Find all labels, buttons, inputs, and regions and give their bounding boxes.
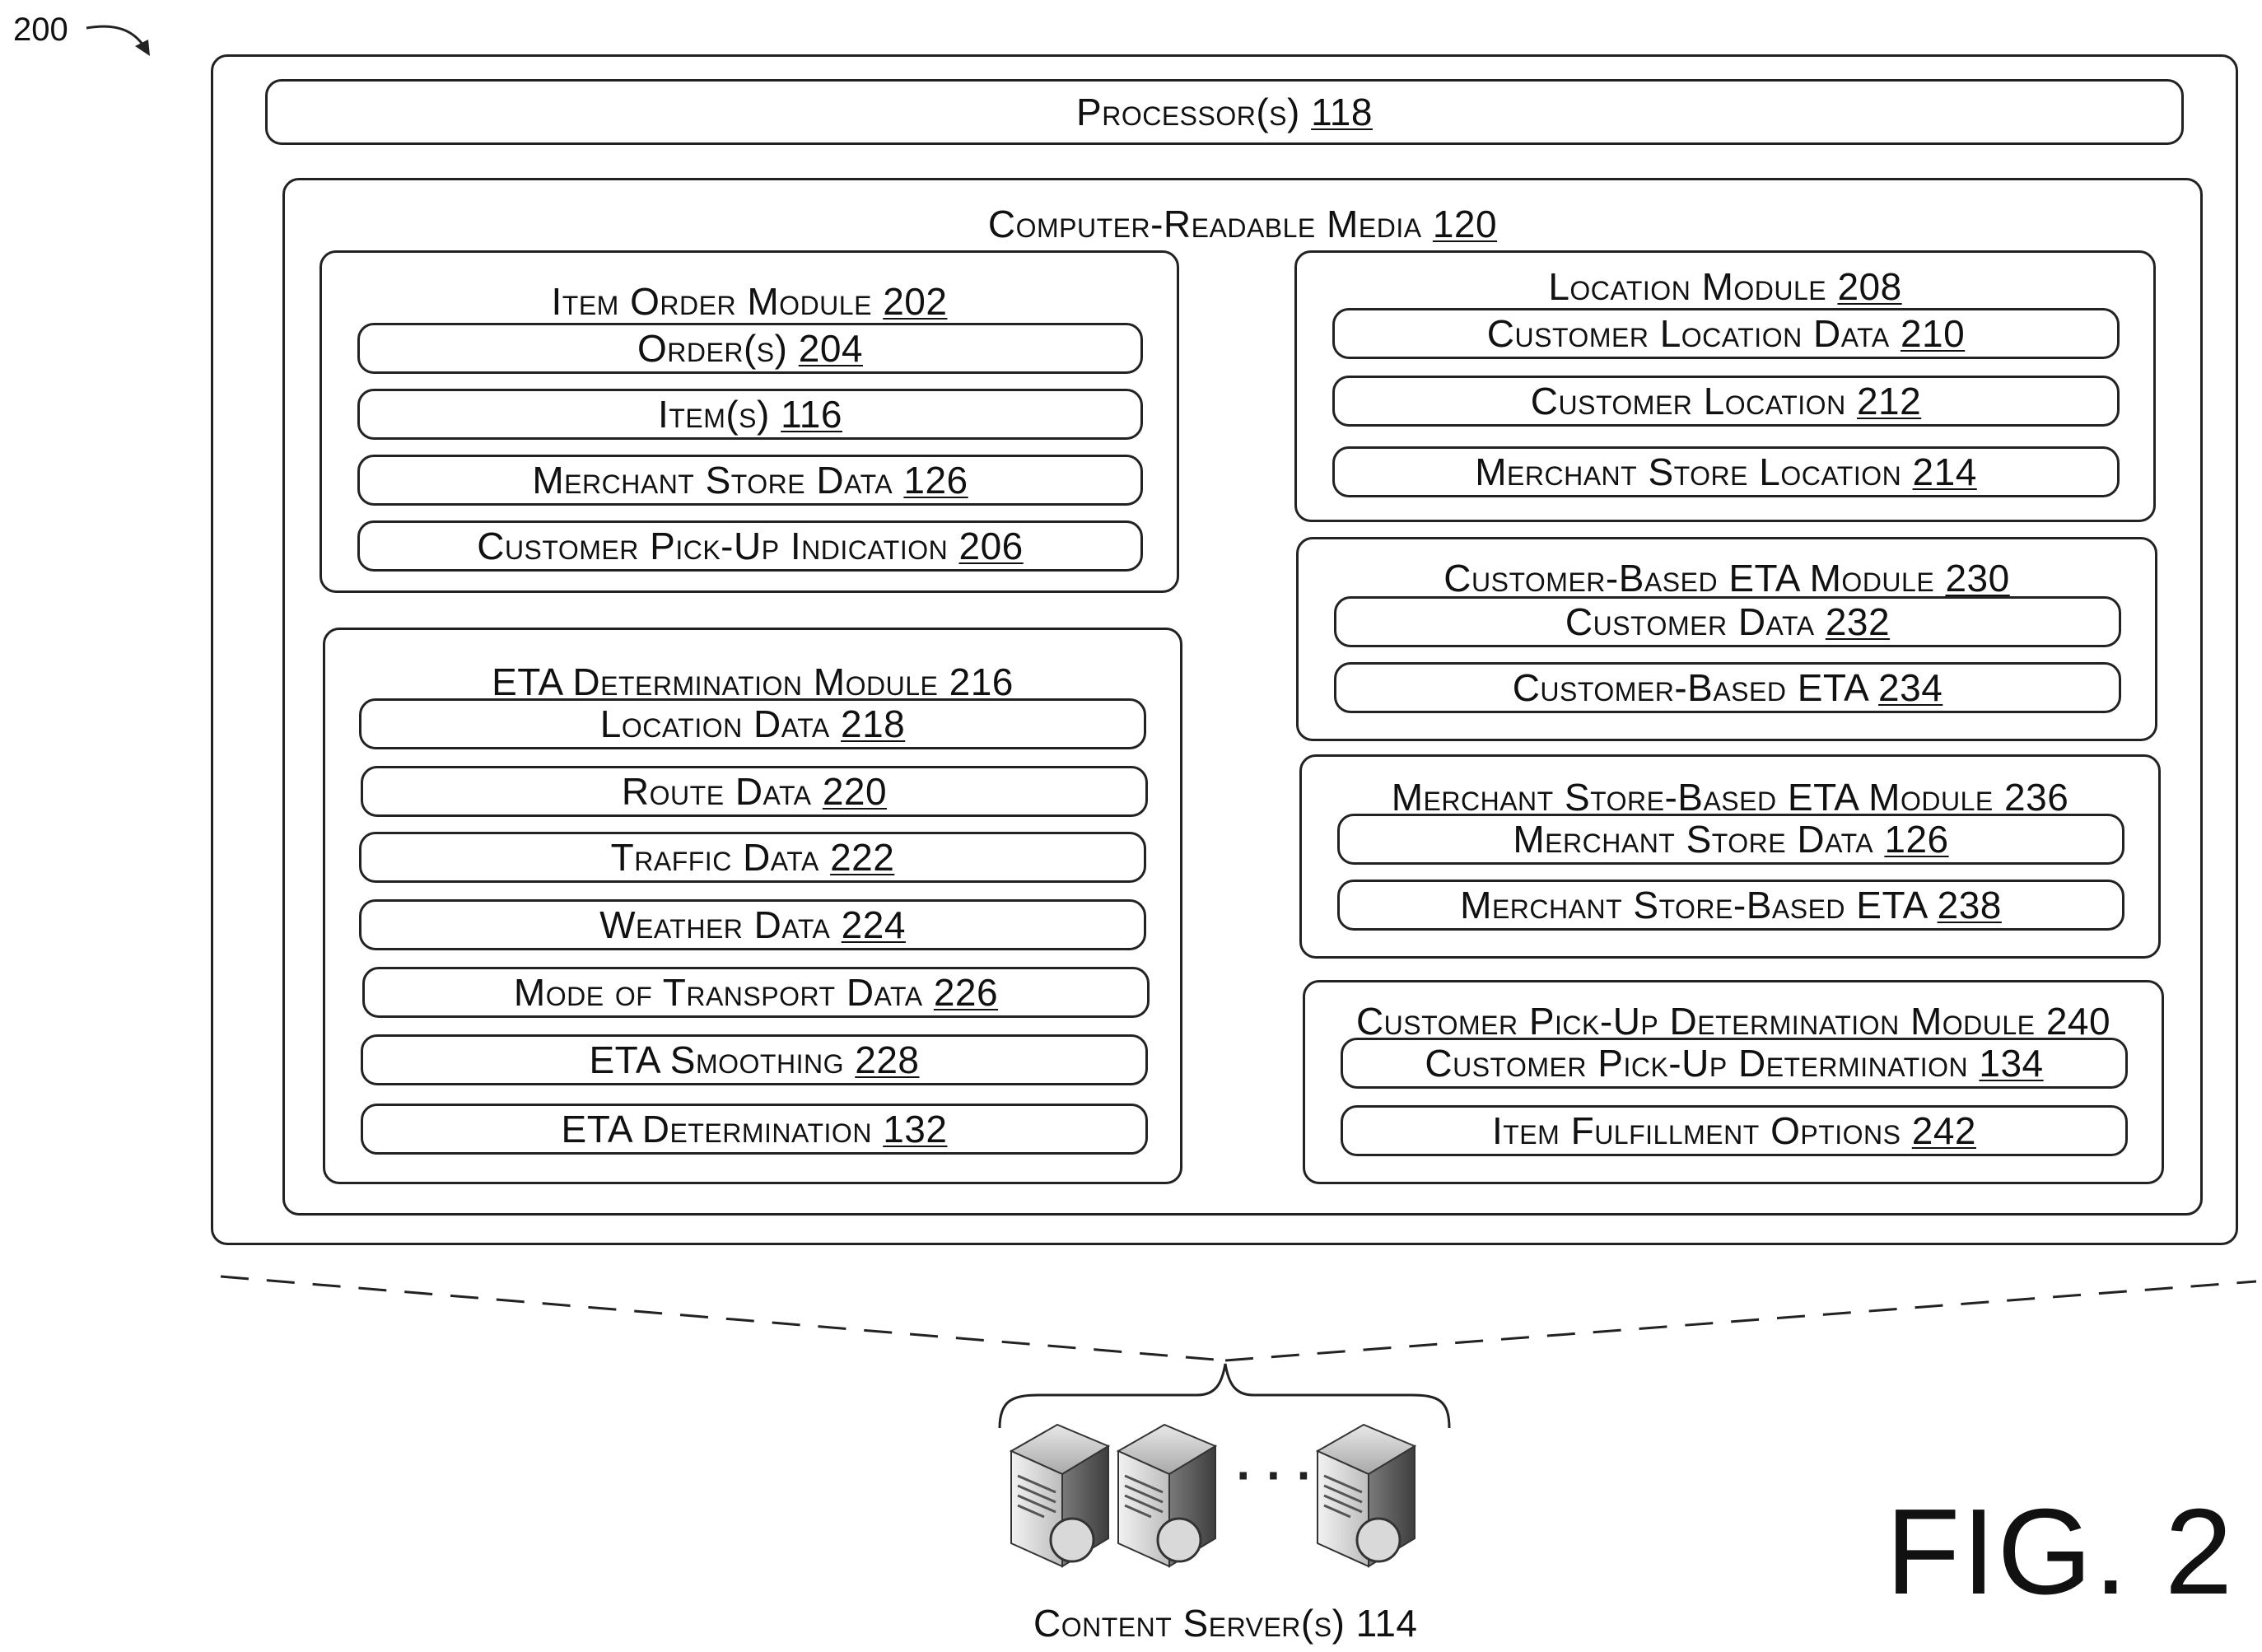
- callout-dashed-line-left: [221, 1276, 1225, 1360]
- server-group-brace: [1000, 1364, 1449, 1428]
- server-icon: [1118, 1425, 1215, 1566]
- content-servers-label: Content Server(s) 114: [1033, 1604, 1418, 1642]
- figure-label: FIG. 2: [1886, 1482, 2234, 1622]
- server-icon: [1318, 1425, 1415, 1566]
- callout-dashed-line-right: [1225, 1281, 2256, 1360]
- server-ellipsis: · · ·: [1236, 1448, 1313, 1503]
- server-icon: [1011, 1425, 1108, 1566]
